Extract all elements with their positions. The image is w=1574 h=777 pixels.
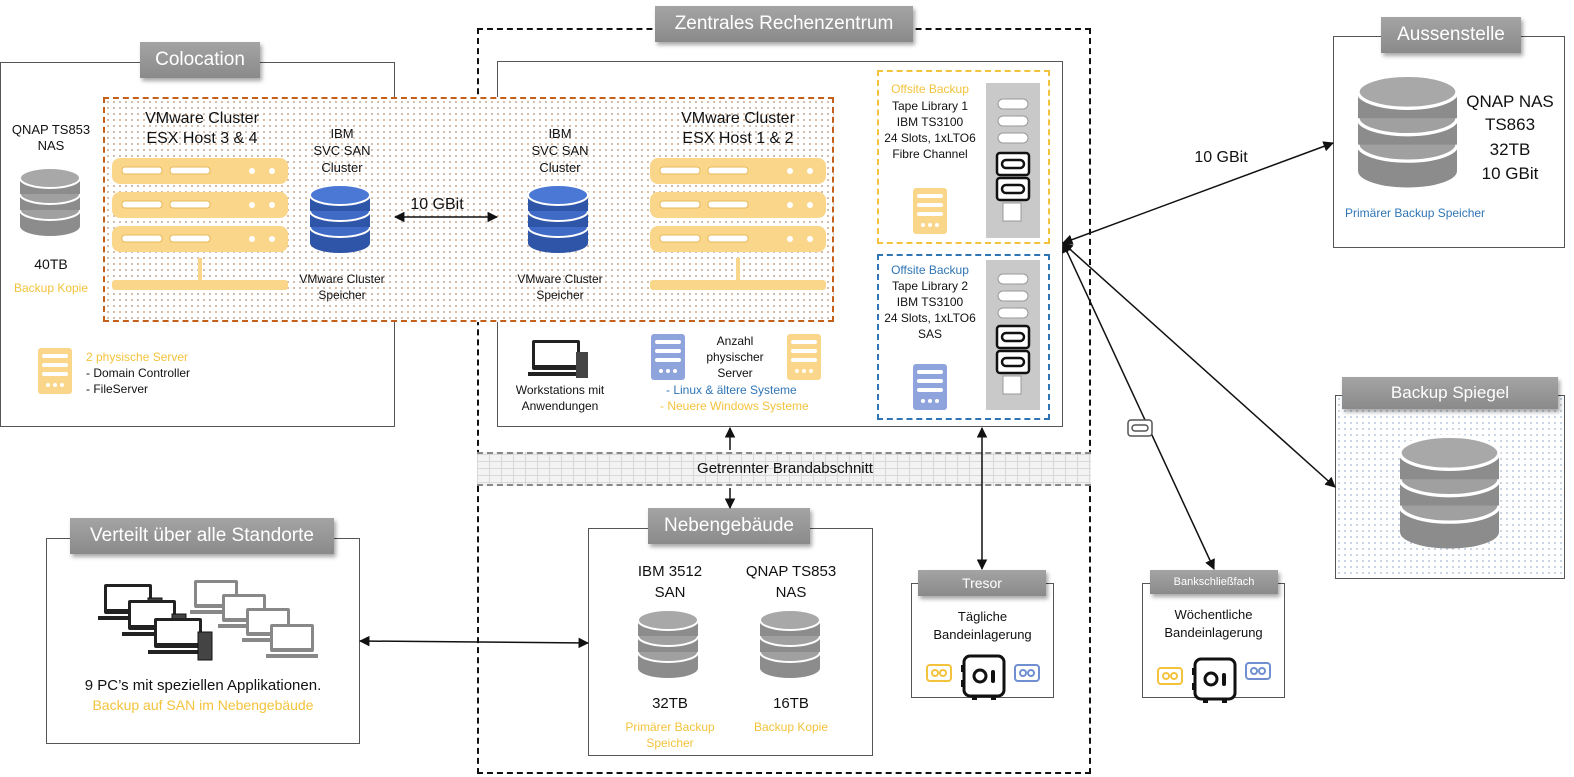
firewall-band	[477, 452, 1091, 486]
vault-caption-2: Bandeinlagerung	[933, 627, 1032, 642]
central-cluster-title-2: ESX Host 1 & 2	[682, 130, 794, 147]
coloc-svc-title-1: IBM	[330, 126, 354, 141]
coloc-svc-caption-1: VMware Cluster	[299, 272, 385, 286]
server-linux: - Linux & ältere Systeme	[666, 383, 797, 397]
tape1-line-2: IBM TS3100	[896, 115, 964, 129]
coloc-cluster-title-1: VMware Cluster	[145, 110, 259, 127]
coloc-nas-role: Backup Kopie	[13, 281, 89, 295]
server-count-3: Server	[717, 366, 753, 380]
arrow-to-outpost	[1062, 141, 1334, 245]
tape2-line-3: 24 Slots, 1xLTO6	[884, 311, 976, 325]
distributed-title: Verteilt über alle Standorte	[70, 518, 334, 554]
server-windows: - Neuere Windows Systeme	[660, 399, 809, 413]
tape1-heading: Offsite Backup	[891, 82, 969, 96]
workstation-icon	[528, 340, 588, 378]
bank-caption-1: Wöchentliche	[1174, 607, 1253, 622]
coloc-svc-title-2: SVC SAN	[313, 143, 371, 158]
tape-library-2-box	[877, 254, 1050, 420]
central-title: Zentrales Rechenzentrum	[655, 6, 913, 42]
annex-san-role-1: Primärer Backup	[625, 720, 715, 734]
central-svc-title-3: Cluster	[539, 160, 581, 175]
workstations-label-2: Anwendungen	[521, 399, 599, 413]
bank-caption-2: Bandeinlagerung	[1164, 625, 1263, 640]
tape1-line-1: Tape Library 1	[891, 99, 969, 113]
server-count-1: Anzahl	[716, 334, 754, 348]
outpost-nas-line-1: QNAP NAS	[1466, 92, 1554, 111]
colocation-title: Colocation	[140, 42, 260, 78]
tape2-library-icon	[986, 260, 1040, 410]
annex-san-role-2: Speicher	[646, 736, 694, 750]
central-svc-title-2: SVC SAN	[531, 143, 589, 158]
annex-dashed-border	[477, 486, 1091, 774]
outpost-role: Primärer Backup Speicher	[1345, 206, 1486, 220]
annex-san-label-2: SAN	[654, 584, 686, 601]
coloc-esx-rack-icon	[111, 157, 289, 290]
coloc-svc-title-3: Cluster	[321, 160, 363, 175]
central-cluster-title-1: VMware Cluster	[681, 110, 795, 127]
vault-caption-1: Tägliche	[957, 609, 1008, 624]
annex-box	[588, 528, 873, 756]
transport-tape-icon	[1127, 419, 1153, 437]
coloc-nas-size: 40TB	[34, 256, 68, 272]
annex-san-size: 32TB	[652, 695, 688, 712]
coloc-servers-item-1: - Domain Controller	[86, 366, 191, 380]
vault-title: Tresor	[918, 570, 1046, 596]
coloc-nas-label-1: QNAP TS853	[11, 122, 91, 137]
coloc-cluster-title-2: ESX Host 3 & 4	[146, 130, 258, 147]
coloc-svc-caption-2: Speicher	[318, 288, 366, 302]
annex-nas-role: Backup Kopie	[753, 720, 829, 734]
central-svc-caption-1: VMware Cluster	[517, 272, 603, 286]
tape2-heading: Offsite Backup	[891, 263, 969, 277]
annex-title: Nebengebäude	[648, 508, 810, 544]
tape2-line-4: SAS	[917, 327, 942, 341]
coloc-servers-item-2: - FileServer	[86, 382, 149, 396]
tape-library-1-box	[877, 70, 1050, 244]
tape1-library-icon	[986, 83, 1040, 238]
arrow-distributed-to-annex	[358, 635, 590, 649]
central-svc-title-1: IBM	[548, 126, 572, 141]
tape1-line-3: 24 Slots, 1xLTO6	[884, 131, 976, 145]
annex-nas-size: 16TB	[773, 695, 809, 712]
distributed-caption: 9 PC’s mit speziellen Applikationen.	[84, 677, 322, 694]
mirror-title: Backup Spiegel	[1342, 377, 1558, 409]
tape2-line-1: Tape Library 2	[891, 279, 969, 293]
coloc-nas-label-2: NAS	[37, 138, 65, 153]
firewall-label: Getrennter Brandabschnitt	[697, 460, 873, 477]
tape2-line-2: IBM TS3100	[896, 295, 964, 309]
arrow-to-bank	[1062, 242, 1215, 570]
annex-san-label-1: IBM 3512	[637, 563, 703, 580]
outpost-title: Aussenstelle	[1381, 17, 1521, 53]
annex-nas-label-2: NAS	[775, 584, 807, 601]
cluster-link-speed: 10 GBit	[410, 196, 464, 213]
annex-nas-label-1: QNAP TS853	[745, 563, 837, 580]
workstations-label-1: Workstations mit	[515, 383, 605, 397]
bank-title: Bankschließfach	[1150, 570, 1278, 594]
central-esx-rack-icon	[649, 157, 827, 290]
tape1-line-4: Fibre Channel	[892, 147, 968, 161]
outpost-nas-line-2: TS863	[1484, 115, 1536, 134]
outpost-nas-line-3: 32TB	[1489, 140, 1531, 159]
distributed-backup: Backup auf SAN im Nebengebäude	[92, 697, 314, 713]
coloc-servers-title: 2 physische Server	[86, 350, 189, 364]
central-svc-caption-2: Speicher	[536, 288, 584, 302]
arrow-to-mirror	[1062, 242, 1336, 488]
outpost-nas-line-4: 10 GBit	[1481, 164, 1539, 183]
server-count-2: physischer	[706, 350, 764, 364]
